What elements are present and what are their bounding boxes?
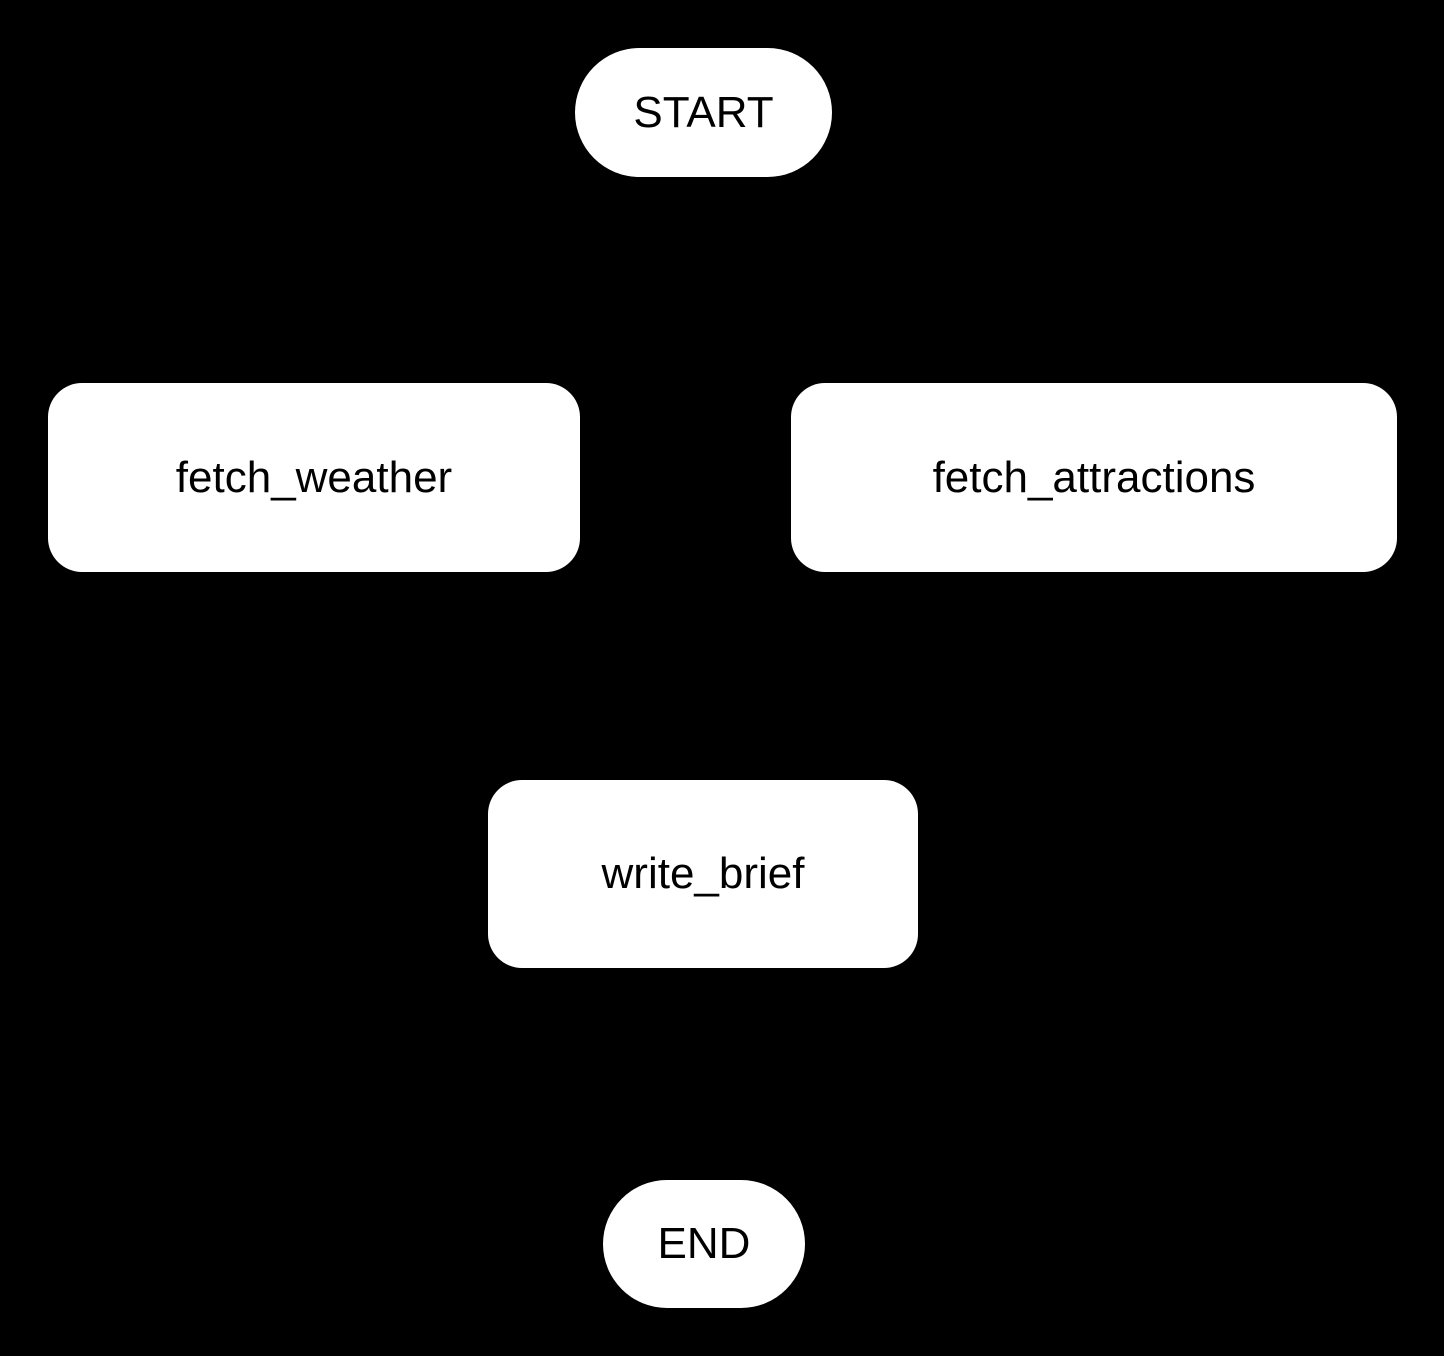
node-fetch-weather-label: fetch_weather (175, 452, 453, 502)
node-write-brief: write_brief (488, 780, 918, 968)
node-end-label: END (657, 1219, 751, 1268)
node-write-brief-label: write_brief (601, 849, 805, 898)
node-end: END (603, 1180, 805, 1308)
node-start-label: START (633, 87, 774, 137)
node-fetch-attractions-label: fetch_attractions (932, 452, 1256, 502)
node-fetch-attractions: fetch_attractions (791, 383, 1397, 572)
node-fetch-weather: fetch_weather (48, 383, 580, 572)
node-start: START (575, 48, 832, 177)
